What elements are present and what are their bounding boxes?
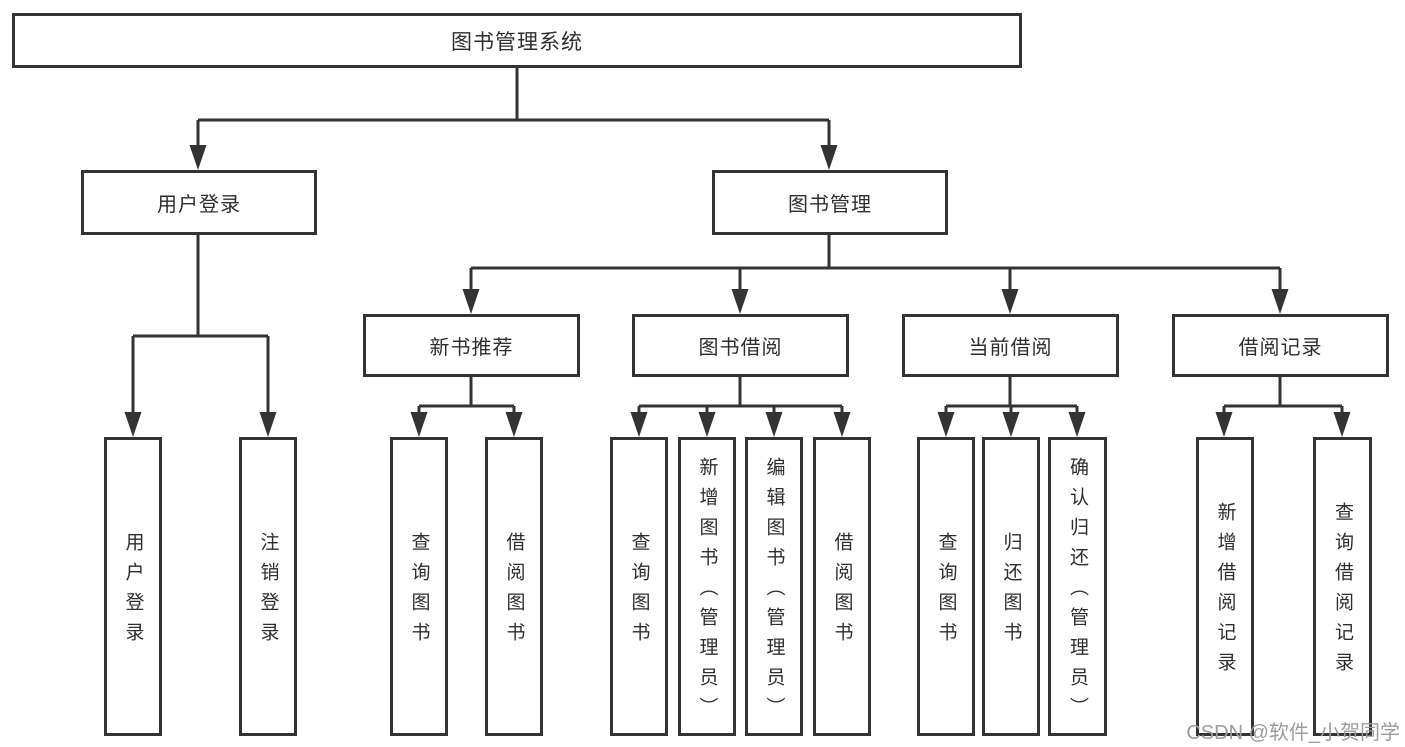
leaf-user-login: 用户登录 [104, 437, 162, 736]
arrowhead-icon [124, 412, 142, 437]
node-borrowing-records: 借阅记录 [1172, 314, 1389, 377]
arrowhead-icon [820, 145, 838, 170]
node-new-book-recommend: 新书推荐 [363, 314, 580, 377]
leaf-logout: 注销登录 [239, 437, 297, 736]
node-label: 图书借阅 [698, 337, 783, 359]
node-current-borrowing: 当前借阅 [902, 314, 1119, 377]
leaf-borrow-books-recommend: 借阅图书 [485, 437, 543, 736]
node-root-system: 图书管理系统 [12, 13, 1022, 68]
arrowhead-icon [1333, 412, 1351, 437]
leaf-query-books-borrowing: 查询图书 [610, 437, 668, 736]
node-label: 图书管理 [788, 194, 872, 216]
arrowhead-icon [1002, 412, 1020, 437]
node-label: 编辑图书（管理员） [763, 457, 785, 727]
arrowhead-icon [765, 412, 783, 437]
connector-borrow-record-to-leaves [1215, 377, 1351, 437]
node-label: 注销登录 [257, 532, 279, 652]
node-label: 归还图书 [1000, 532, 1022, 652]
connector-root-to-level2 [189, 68, 838, 170]
leaf-query-books-current: 查询图书 [917, 437, 975, 736]
node-user-login: 用户登录 [81, 170, 317, 235]
node-label: 新书推荐 [429, 337, 514, 359]
node-label: 图书管理系统 [451, 30, 583, 54]
node-book-management: 图书管理 [712, 170, 948, 235]
arrowhead-icon [1068, 412, 1086, 437]
node-label: 查询图书 [628, 532, 650, 652]
leaf-add-books-admin: 新增图书（管理员） [678, 437, 736, 736]
leaf-query-borrow-record: 查询借阅记录 [1313, 437, 1372, 736]
arrowhead-icon [1215, 412, 1233, 437]
connector-new-book-rec-to-leaves [410, 377, 523, 437]
arrowhead-icon [410, 412, 428, 437]
leaf-confirm-return-admin: 确认归还（管理员） [1048, 437, 1107, 736]
node-book-borrowing: 图书借阅 [632, 314, 849, 377]
arrowhead-icon [630, 412, 648, 437]
leaf-borrow-books: 借阅图书 [813, 437, 871, 736]
node-label: 新增图书（管理员） [696, 457, 718, 727]
leaf-add-borrow-record: 新增借阅记录 [1196, 437, 1254, 736]
leaf-query-books-recommend: 查询图书 [390, 437, 448, 736]
arrowhead-icon [833, 412, 851, 437]
arrowhead-icon [1271, 289, 1289, 314]
arrowhead-icon [462, 289, 480, 314]
node-label: 用户登录 [157, 194, 241, 216]
connector-book-mgmt-to-level3 [462, 235, 1289, 314]
node-label: 用户登录 [122, 532, 144, 652]
node-label: 查询图书 [935, 532, 957, 652]
leaf-return-books: 归还图书 [982, 437, 1040, 736]
connector-book-borrow-to-leaves [630, 377, 851, 437]
arrowhead-icon [731, 289, 749, 314]
arrowhead-icon [505, 412, 523, 437]
connector-current-borrow-to-leaves [937, 377, 1086, 437]
node-label: 确认归还（管理员） [1067, 457, 1088, 727]
node-label: 查询图书 [408, 532, 430, 652]
leaf-edit-books-admin: 编辑图书（管理员） [745, 437, 803, 736]
arrowhead-icon [189, 145, 207, 170]
node-label: 借阅图书 [831, 532, 853, 652]
node-label: 借阅记录 [1238, 337, 1323, 359]
node-label: 当前借阅 [968, 337, 1053, 359]
node-label: 查询借阅记录 [1332, 502, 1353, 682]
node-label: 新增借阅记录 [1214, 502, 1236, 682]
arrowhead-icon [1001, 289, 1019, 314]
node-label: 借阅图书 [503, 532, 525, 652]
arrowhead-icon [259, 412, 277, 437]
arrowhead-icon [937, 412, 955, 437]
connector-user-login-to-leaves [124, 235, 277, 437]
arrowhead-icon [698, 412, 716, 437]
